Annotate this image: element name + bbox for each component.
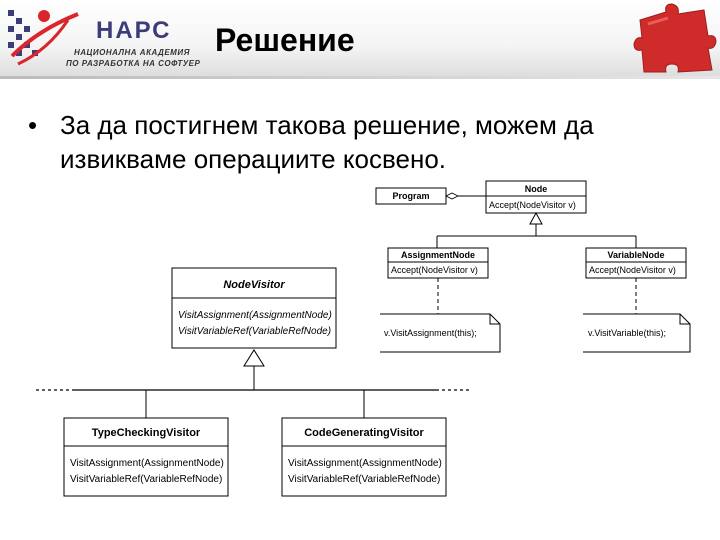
aggregation-diamond-icon xyxy=(445,192,459,200)
logo-subtitle-1: НАЦИОНАЛНА АКАДЕМИЯ xyxy=(74,48,190,57)
code-generating-visitor-name: CodeGeneratingVisitor xyxy=(304,427,424,439)
node-visitor-class: NodeVisitor VisitAssignment(AssignmentNo… xyxy=(171,267,337,349)
variable-node-op: Accept(NodeVisitor v) xyxy=(589,265,676,275)
variable-node-class: VariableNode Accept(NodeVisitor v) xyxy=(585,247,687,279)
node-class-op: Accept(NodeVisitor v) xyxy=(489,200,576,210)
logo: НАРС НАЦИОНАЛНА АКАДЕМИЯ ПО РАЗРАБОТКА Н… xyxy=(4,2,204,74)
header-divider xyxy=(0,76,720,79)
variable-note-text: v.VisitVariable(this); xyxy=(588,328,666,338)
puzzle-piece-icon xyxy=(633,3,717,73)
variable-node-name: VariableNode xyxy=(607,250,664,260)
type-checking-visitor-op2: VisitVariableRef(VariableRefNode) xyxy=(70,474,222,485)
node-class-name: Node xyxy=(525,184,548,194)
code-generating-visitor-class: CodeGeneratingVisitor VisitAssignment(As… xyxy=(281,417,447,497)
variable-note: v.VisitVariable(this); xyxy=(583,313,691,353)
node-visitor-name: NodeVisitor xyxy=(223,279,285,291)
assignment-note-text: v.VisitAssignment(this); xyxy=(384,328,477,338)
node-visitor-op1: VisitAssignment(AssignmentNode) xyxy=(178,310,332,321)
assignment-node-class: AssignmentNode Accept(NodeVisitor v) xyxy=(387,247,489,279)
assignment-node-name: AssignmentNode xyxy=(401,250,475,260)
logo-subtitle-2: ПО РАЗРАБОТКА НА СОФТУЕР xyxy=(66,59,201,68)
node-visitor-op2: VisitVariableRef(VariableRefNode) xyxy=(178,326,331,337)
visitor-inheritance-triangle-icon xyxy=(243,349,265,367)
code-generating-visitor-op1: VisitAssignment(AssignmentNode) xyxy=(288,458,442,469)
assignment-node-op: Accept(NodeVisitor v) xyxy=(391,265,478,275)
logo-title: НАРС xyxy=(96,17,172,44)
bullet-dot-icon: • xyxy=(28,110,38,140)
code-generating-visitor-op2: VisitVariableRef(VariableRefNode) xyxy=(288,474,440,485)
slide-title: Решение xyxy=(215,22,355,58)
type-checking-visitor-class: TypeCheckingVisitor VisitAssignment(Assi… xyxy=(63,417,229,497)
node-class: Node Accept(NodeVisitor v) xyxy=(485,180,587,214)
logo-emblem-icon xyxy=(8,10,79,66)
program-class: Program xyxy=(375,187,447,205)
bullet-text: За да постигнем такова решение, можем да… xyxy=(60,110,594,174)
slide-header xyxy=(0,0,720,78)
type-checking-visitor-op1: VisitAssignment(AssignmentNode) xyxy=(70,458,224,469)
node-inheritance-triangle-icon xyxy=(529,211,543,225)
assignment-note: v.VisitAssignment(this); xyxy=(380,313,501,353)
program-label: Program xyxy=(392,191,429,201)
type-checking-visitor-name: TypeCheckingVisitor xyxy=(92,427,201,439)
